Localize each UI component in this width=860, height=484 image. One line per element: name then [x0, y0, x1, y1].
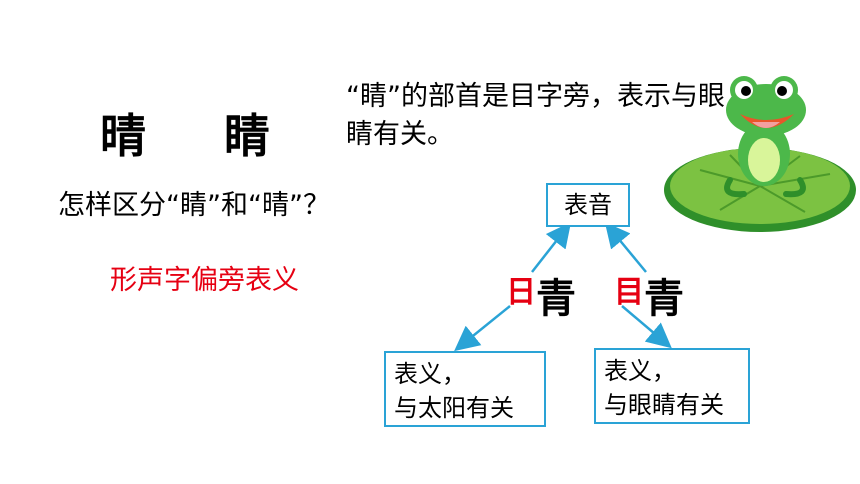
rule-text: 形声字偏旁表义	[110, 265, 299, 296]
phonetic-qing-right: 青	[644, 275, 684, 322]
meaning-box-sun: 表义， 与太阳有关	[384, 351, 546, 427]
meaning-box-eye: 表义， 与眼睛有关	[594, 348, 750, 424]
meaning-sun-line2: 与太阳有关	[394, 394, 514, 422]
radical-explanation: “睛”的部首是目字旁，表示与眼睛有关。	[346, 81, 725, 150]
question-text: 怎样区分“睛”和“晴”？	[58, 190, 330, 221]
phonetic-qing-left: 青	[536, 275, 576, 322]
meaning-sun-line1: 表义，	[394, 360, 466, 388]
meaning-eye-line1: 表义，	[604, 357, 676, 385]
sound-component-box: 表音	[546, 183, 630, 227]
char-jing-eye: 睛	[224, 109, 273, 163]
arrow-right-char-to-sound	[604, 222, 647, 273]
diagram-char-eye: 目青	[614, 266, 684, 324]
big-characters: 晴 睛	[100, 100, 272, 166]
radical-eye: 目	[614, 275, 644, 310]
diagram-char-sunny: 日青	[506, 266, 576, 324]
radical-sun: 日	[506, 275, 536, 310]
meaning-eye-line2: 与眼睛有关	[604, 391, 724, 419]
char-qing-sunny: 晴	[100, 109, 148, 163]
frog-on-lily-pad-icon	[664, 76, 856, 232]
arrow-left-char-to-sound	[531, 222, 572, 273]
arrow-right-char-to-meaning	[621, 305, 672, 349]
arrow-left-char-to-meaning	[454, 305, 511, 352]
